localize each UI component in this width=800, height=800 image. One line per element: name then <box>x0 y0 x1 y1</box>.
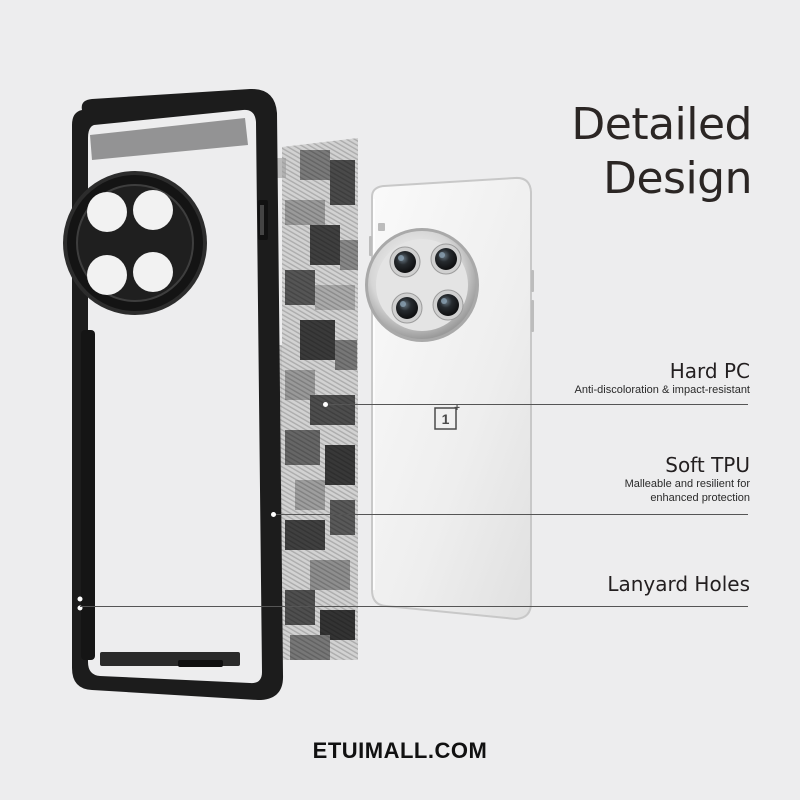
svg-text:+: + <box>454 403 460 414</box>
watermark: ETUIMALL.COM <box>312 738 488 763</box>
feature-name: Lanyard Holes <box>607 572 750 596</box>
callout-line-lanyard <box>80 606 748 607</box>
svg-text:1: 1 <box>442 411 450 427</box>
headline-line-2: Design <box>603 153 752 204</box>
headline: Detailed Design <box>571 98 752 206</box>
feature-lanyard-holes: Lanyard Holes <box>607 572 750 596</box>
callout-dot-hard-pc <box>323 402 328 407</box>
callout-dot-soft-tpu <box>271 512 276 517</box>
feature-hard-pc: Hard PC Anti-discoloration & impact-resi… <box>575 359 750 397</box>
feature-desc: Malleable and resilient for <box>624 478 750 490</box>
feature-desc-2: enhanced protection <box>650 492 750 504</box>
callout-line-hard-pc <box>325 404 748 405</box>
feature-desc: Anti-discoloration & impact-resistant <box>574 384 750 396</box>
feature-name: Soft TPU <box>665 453 750 477</box>
headline-line-1: Detailed <box>571 99 752 150</box>
oneplus-logo: 1 + <box>434 403 460 430</box>
case-camera-cutout <box>63 171 207 315</box>
feature-name: Hard PC <box>669 359 750 383</box>
callout-line-soft-tpu <box>273 514 748 515</box>
camera-module <box>365 223 479 342</box>
feature-soft-tpu: Soft TPU Malleable and resilient for enh… <box>625 453 750 505</box>
